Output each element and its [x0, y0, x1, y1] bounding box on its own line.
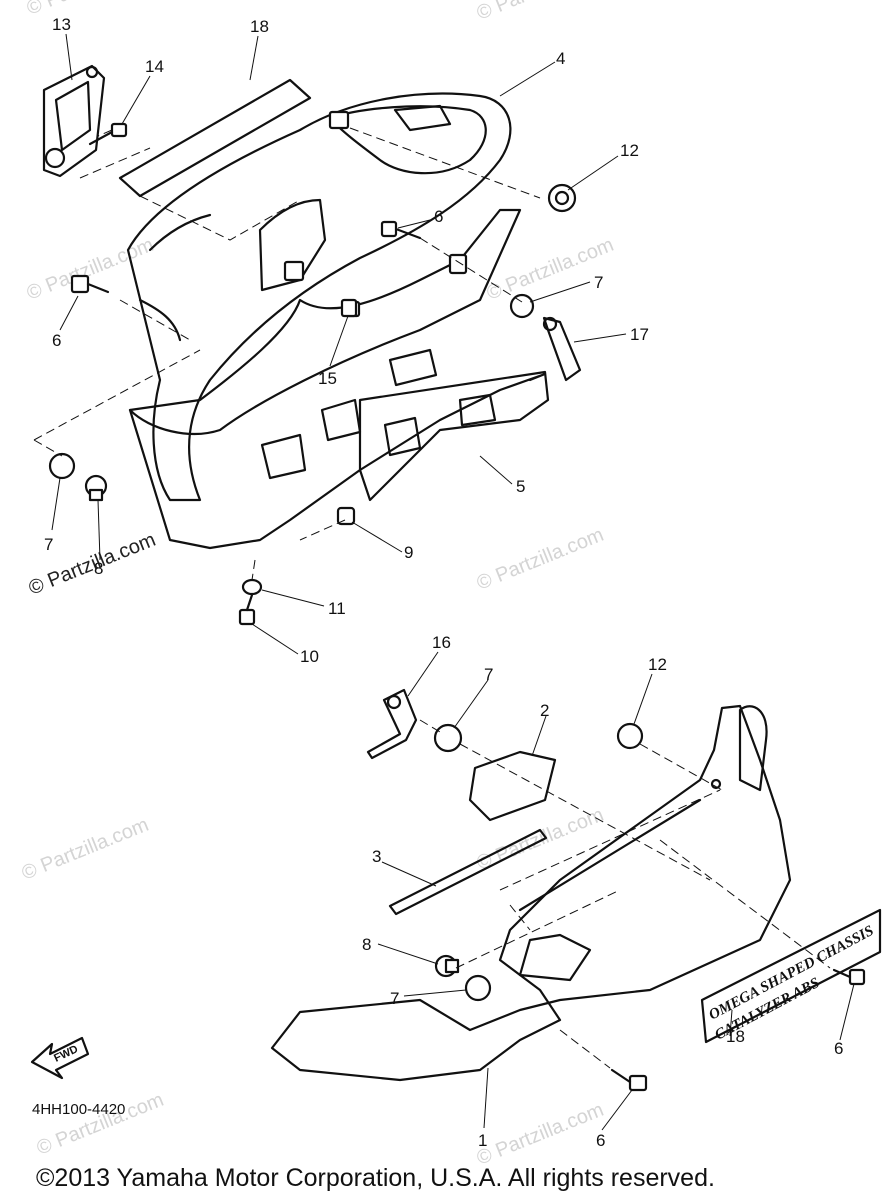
- part-10-bolt: [238, 593, 256, 626]
- callout-7: 7: [594, 273, 603, 292]
- callout-17: 17: [630, 325, 649, 344]
- part-6-bolt-upper-right: [380, 220, 422, 240]
- lower-cowling-assembly: OMEGA SHAPED CHASSIS CATALYZER ABS: [270, 688, 882, 1092]
- callout-5: 5: [516, 477, 525, 496]
- part-8-collar-upper-left: [84, 474, 108, 502]
- part-17-bracket: [542, 316, 582, 382]
- leader-lines: [51, 33, 855, 1131]
- part-13-bracket: [42, 64, 106, 178]
- part-2-pad: [468, 750, 557, 822]
- callout-12: 12: [648, 655, 667, 674]
- part-18-strip-upper: [118, 78, 312, 198]
- part-9-screw: [336, 506, 356, 526]
- part-7-grommet-upper-right: [509, 293, 535, 319]
- callout-8: 8: [94, 559, 103, 578]
- watermark: © Partzilla.com: [474, 0, 607, 25]
- watermark: © Partzilla.com: [24, 0, 157, 20]
- part-3-strip: [388, 828, 548, 916]
- part-6-bolt-lower-right: [832, 968, 866, 986]
- part-11-washer: [241, 578, 263, 596]
- callout-9: 9: [404, 543, 413, 562]
- callout-16: 16: [432, 633, 451, 652]
- callout-6: 6: [52, 331, 61, 350]
- watermark: © Partzilla.com: [24, 234, 157, 305]
- callout-labels: 13 18 14 4 12 6 6 7 17 15 5 7 8 9 11 10 …: [44, 15, 843, 1150]
- callout-1: 1: [478, 1131, 487, 1150]
- callout-6: 6: [596, 1131, 605, 1150]
- watermarks: © Partzilla.com © Partzilla.com © Partzi…: [19, 0, 617, 1170]
- diagram-code: 4HH100-4420: [32, 1101, 125, 1118]
- watermark: © Partzilla.com: [19, 814, 152, 885]
- part-6-bolt-upper-left: [70, 274, 110, 294]
- callout-11: 11: [328, 599, 346, 618]
- watermark: © Partzilla.com: [34, 1089, 167, 1160]
- callout-6: 6: [434, 207, 443, 226]
- part-8-collar-lower: [434, 954, 460, 978]
- part-12-grommet-upper: [547, 183, 577, 213]
- callout-10: 10: [300, 647, 319, 666]
- part-7-grommet-lower-bottom: [464, 974, 492, 1002]
- callout-2: 2: [540, 701, 549, 720]
- part-12-grommet-lower: [616, 722, 644, 750]
- watermark: © Partzilla.com: [474, 1099, 607, 1170]
- copyright-notice: ©2013 Yamaha Motor Corporation, U.S.A. A…: [36, 1164, 715, 1192]
- callout-15: 15: [318, 369, 337, 388]
- callout-3: 3: [372, 847, 381, 866]
- part-4-inner-panel: [126, 92, 512, 502]
- callout-7: 7: [390, 989, 399, 1008]
- part-1-lower-cowl: [270, 704, 792, 1082]
- callout-7: 7: [44, 535, 53, 554]
- upper-cowling-assembly: [33, 64, 582, 626]
- callout-13: 13: [52, 15, 71, 34]
- part-6-bolt-lower-bottom: [610, 1068, 648, 1092]
- fwd-arrow-icon: FWD: [30, 1036, 90, 1080]
- callout-4: 4: [556, 49, 565, 68]
- part-7-grommet-upper-left: [48, 452, 76, 480]
- callout-8: 8: [362, 935, 371, 954]
- part-16-bracket: [366, 688, 418, 760]
- part-5-panel: [128, 198, 550, 550]
- callout-12: 12: [620, 141, 639, 160]
- part-14-screw: [88, 122, 128, 146]
- part-15-clip: [340, 298, 358, 318]
- watermark: © Partzilla.com: [474, 524, 607, 595]
- part-7-grommet-lower-top: [433, 723, 463, 753]
- callout-18: 18: [726, 1027, 745, 1046]
- callout-14: 14: [145, 57, 164, 76]
- callout-6: 6: [834, 1039, 843, 1058]
- callout-7: 7: [484, 665, 493, 684]
- callout-18: 18: [250, 17, 269, 36]
